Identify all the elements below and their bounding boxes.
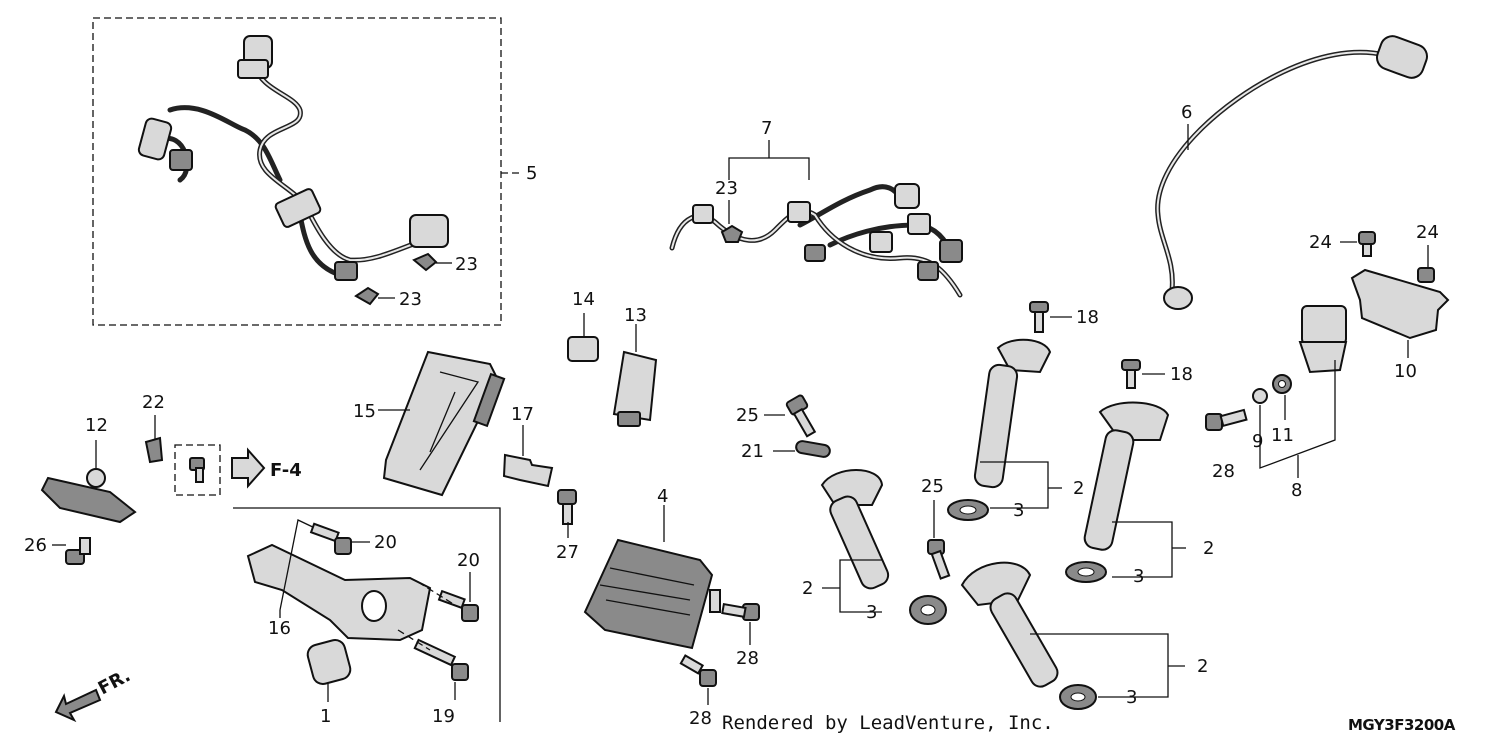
bolt-24-a[interactable] xyxy=(1358,231,1376,257)
callout-20: 20 xyxy=(457,550,480,571)
clip-23-a[interactable] xyxy=(412,252,438,272)
callout-18: 18 xyxy=(1170,364,1193,385)
bolt-24-b[interactable] xyxy=(1417,267,1435,283)
callout-2: 2 xyxy=(1197,656,1208,677)
front-direction-label: FR. xyxy=(95,665,134,699)
bolt-20-b[interactable] xyxy=(437,589,479,622)
bolt-27[interactable] xyxy=(557,489,577,525)
diagram-code: MGY3F3200A xyxy=(1348,716,1455,734)
bracket-17[interactable] xyxy=(502,453,554,488)
callout-28: 28 xyxy=(689,708,712,729)
bracket-10[interactable] xyxy=(1350,268,1450,340)
callout-19: 19 xyxy=(432,706,455,727)
ecu-15[interactable] xyxy=(382,350,506,497)
callout-16: 16 xyxy=(268,618,291,639)
relay-14[interactable] xyxy=(567,336,599,362)
regulator-rectifier[interactable] xyxy=(583,538,721,650)
ignition-coil-upper-center[interactable] xyxy=(973,338,1052,489)
callout-13: 13 xyxy=(624,305,647,326)
callout-24: 24 xyxy=(1309,232,1332,253)
screw-18-a[interactable] xyxy=(1029,301,1049,333)
sensor-wire-6[interactable] xyxy=(1155,33,1431,310)
nut-11[interactable] xyxy=(1272,374,1292,394)
bolt-28-a[interactable] xyxy=(721,602,760,621)
callout-1: 1 xyxy=(320,706,331,727)
front-direction-arrow xyxy=(54,688,102,723)
callout-2: 2 xyxy=(802,578,813,599)
collar-21[interactable] xyxy=(795,440,831,458)
clip-22[interactable] xyxy=(144,436,164,464)
washer-9[interactable] xyxy=(1252,388,1268,404)
bolt-in-f4-box xyxy=(189,457,205,483)
f4-ref-box xyxy=(174,444,221,496)
render-credit: Rendered by LeadVenture, Inc. xyxy=(722,712,1054,734)
clip-23-c[interactable] xyxy=(720,224,744,243)
bolt-28-b[interactable] xyxy=(679,654,717,687)
callout-12: 12 xyxy=(85,415,108,436)
bolt-19[interactable] xyxy=(413,638,469,681)
callout-26: 26 xyxy=(24,535,47,556)
callout-15: 15 xyxy=(353,401,376,422)
bolt-20-a[interactable] xyxy=(309,522,352,555)
callout-24: 24 xyxy=(1416,222,1439,243)
seal-3-c[interactable] xyxy=(909,595,947,625)
f4-reference-label[interactable]: F-4 xyxy=(270,460,302,481)
callout-23: 23 xyxy=(399,289,422,310)
ignition-coil-right[interactable] xyxy=(1083,401,1170,552)
callout-9: 9 xyxy=(1252,431,1263,452)
callout-25: 25 xyxy=(736,405,759,426)
callout-5: 5 xyxy=(526,163,537,184)
callout-17: 17 xyxy=(511,404,534,425)
screw-18-b[interactable] xyxy=(1121,359,1141,389)
bolt-26[interactable] xyxy=(65,537,91,565)
ignition-coil-left[interactable] xyxy=(820,469,891,592)
sub-harness-5[interactable] xyxy=(137,35,449,281)
callout-7: 7 xyxy=(761,118,772,139)
bolt-28-c[interactable] xyxy=(1205,408,1248,431)
callout-23: 23 xyxy=(455,254,478,275)
bracket-16[interactable] xyxy=(246,543,432,642)
callout-27: 27 xyxy=(556,542,579,563)
coupler-12[interactable] xyxy=(40,440,137,524)
callout-6: 6 xyxy=(1181,102,1192,123)
callout-10: 10 xyxy=(1394,361,1417,382)
callout-8: 8 xyxy=(1291,480,1302,501)
bolt-25-a[interactable] xyxy=(785,394,817,438)
seal-3-d[interactable] xyxy=(1059,684,1097,710)
bolt-25-b[interactable] xyxy=(927,539,951,580)
bank-angle-sensor[interactable] xyxy=(1298,305,1348,374)
callout-2: 2 xyxy=(1073,478,1084,499)
callout-22: 22 xyxy=(142,392,165,413)
callout-21: 21 xyxy=(741,441,764,462)
harness-5-group-box xyxy=(92,17,502,326)
callout-25: 25 xyxy=(921,476,944,497)
callout-28: 28 xyxy=(736,648,759,669)
callout-23: 23 xyxy=(715,178,738,199)
seal-3-a[interactable] xyxy=(947,499,989,521)
callout-2: 2 xyxy=(1203,538,1214,559)
callout-14: 14 xyxy=(572,289,595,310)
callout-18: 18 xyxy=(1076,307,1099,328)
callout-4: 4 xyxy=(657,486,668,507)
callout-3: 3 xyxy=(1133,566,1144,587)
callout-3: 3 xyxy=(866,602,877,623)
ignition-coil-lower[interactable] xyxy=(960,561,1061,691)
callout-3: 3 xyxy=(1013,500,1024,521)
seal-3-b[interactable] xyxy=(1065,561,1107,583)
clip-23-b[interactable] xyxy=(354,286,380,306)
callout-3: 3 xyxy=(1126,687,1137,708)
relay-13[interactable] xyxy=(612,350,658,427)
callout-28: 28 xyxy=(1212,461,1235,482)
callout-20: 20 xyxy=(374,532,397,553)
harness-7[interactable] xyxy=(669,183,963,298)
collar-1[interactable] xyxy=(305,638,352,686)
f4-ref-arrow[interactable] xyxy=(231,447,266,489)
callout-11: 11 xyxy=(1271,425,1294,446)
